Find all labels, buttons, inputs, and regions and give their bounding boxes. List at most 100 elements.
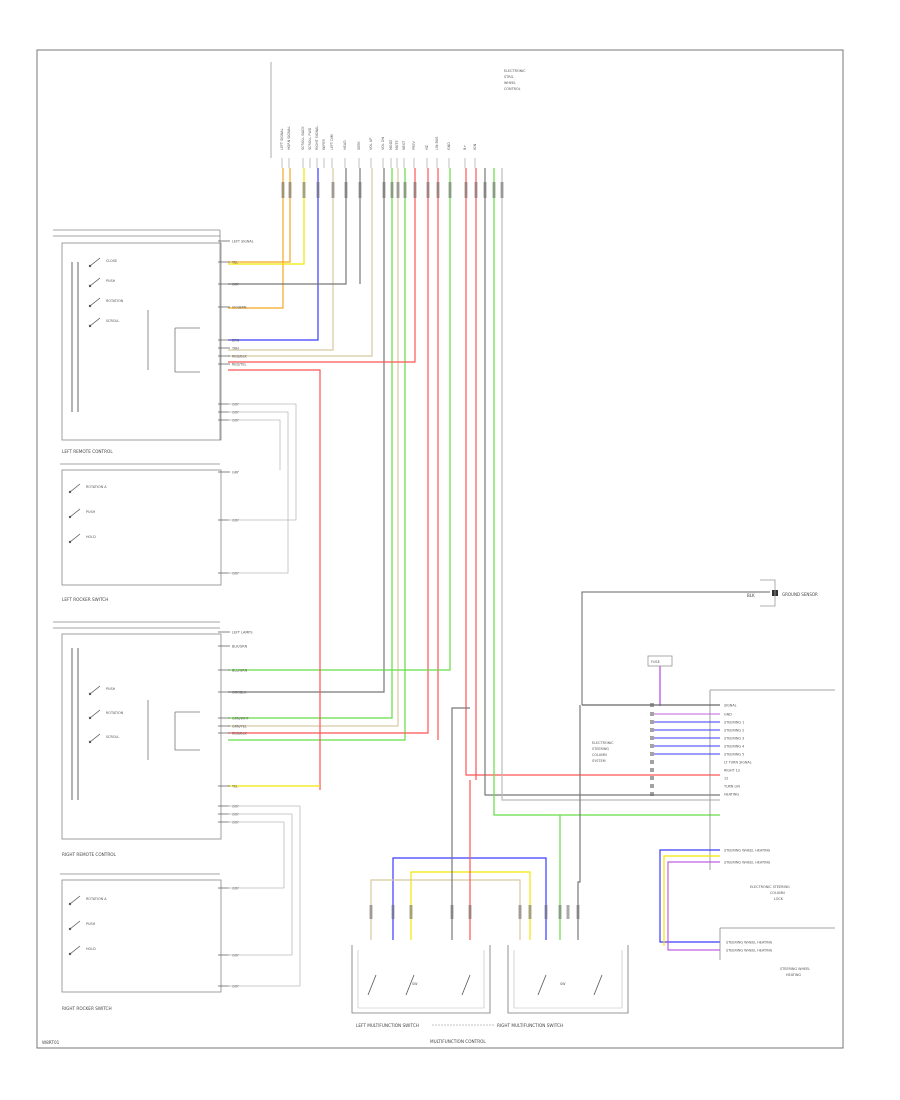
- top-pin-label: HORN SIGNAL: [287, 126, 291, 150]
- module-pin-connector: [650, 752, 654, 756]
- module-pin-label: SIGNAL: [724, 704, 737, 708]
- wire-connector-mark: [288, 182, 292, 198]
- bottom-connector-mark: [566, 905, 570, 919]
- top-pin-label: VOL UP: [369, 138, 373, 150]
- left-rocker-switch-label: ROTATION A: [86, 485, 107, 489]
- wire-connector-mark: [344, 182, 348, 198]
- right-remote-pin-label: BLU/GRN: [232, 669, 248, 673]
- left-remote-pin-label: VIO/BRN: [232, 306, 247, 310]
- top-pin-label: HZ: [425, 144, 429, 150]
- module-pin-label: TURN LIN: [723, 785, 740, 789]
- right-remote-switch-label: ROTATION: [106, 711, 124, 715]
- module-pin-label: STEERING 2: [724, 729, 744, 733]
- left-remote-pin-label: GRY: [232, 411, 240, 415]
- top-pin-label: PREV: [412, 140, 416, 150]
- svg-text:CONTROL: CONTROL: [504, 87, 521, 91]
- left-remote-pin-label: BRN: [232, 339, 240, 343]
- module-bus-pin-label: STEERING WHEEL HEATING: [724, 861, 771, 865]
- wire-green-3: [228, 168, 451, 671]
- right-remote-pin-label: GRY/BLK: [232, 691, 247, 695]
- left-remote-pin-label: GRY: [232, 419, 240, 423]
- left-remote-switch-label: PUSH: [106, 279, 116, 283]
- right-rocker-switch-contact: [69, 945, 81, 955]
- wire-connector-mark: [426, 182, 430, 198]
- right-multifunction-caption: RIGHT MULTIFUNCTION SWITCH: [497, 1023, 563, 1028]
- multifunction-control-caption: MULTIFUNCTION CONTROL: [430, 1039, 486, 1044]
- svg-text:ELECTRONIC: ELECTRONIC: [504, 69, 526, 73]
- module-pin-label: LT TURN SIGNAL: [724, 761, 752, 765]
- svg-text:STEERING: STEERING: [592, 747, 609, 751]
- left-remote-switch-node: [88, 264, 92, 268]
- module-pin-label: 12: [724, 777, 728, 781]
- left-rocker-pin-label: GRY: [232, 519, 240, 523]
- svg-text:SW: SW: [560, 982, 566, 986]
- right-remote-switch-node: [88, 716, 92, 720]
- wire-grey-3: [228, 168, 385, 693]
- right-rocker-switch-contact: [69, 920, 81, 930]
- wire-red-2: [228, 168, 429, 734]
- left-rocker-switch-label: PUSH: [86, 510, 96, 514]
- svg-text:LOCK: LOCK: [774, 897, 784, 901]
- right-remote-pins: LEFT LAMPS BLK/GRN BLU/GRN GRY/BLK GRN/WHT GR…: [218, 631, 252, 825]
- module-pin-label: STEERING 5: [724, 753, 744, 757]
- wire-connector-mark: [413, 182, 417, 198]
- right-rocker-pin-label: GRY: [232, 954, 240, 958]
- module-pin-connector: [650, 744, 654, 748]
- left-remote-caption: LEFT REMOTE CONTROL: [62, 449, 113, 454]
- left-rocker-switch-contact: [69, 508, 81, 518]
- right-remote-pin-label: BLK/GRN: [232, 645, 248, 649]
- wire-green-4: [493, 168, 720, 816]
- bottom-connector-mark: [544, 905, 548, 919]
- right-rocker-caption: RIGHT ROCKER SWITCH: [62, 1006, 112, 1011]
- right-remote-pin-label: LEFT LAMPS: [232, 631, 252, 635]
- left-rocker-pin-label: GRY: [232, 471, 240, 475]
- left-rocker-switch-label: HOLD: [86, 535, 96, 539]
- left-rocker-switch-node: [68, 540, 72, 544]
- left-remote-switch-contact: [89, 317, 101, 327]
- wire-connector-mark: [492, 182, 496, 198]
- module-pin-connector: [650, 768, 654, 772]
- right-rocker-switch-label: HOLD: [86, 947, 96, 951]
- top-pin-label: LIN BUS: [435, 137, 439, 150]
- right-rocker-switch-node: [68, 952, 72, 956]
- module-caption: ELECTRONIC STEERING COLUMN LOCK: [750, 885, 790, 901]
- left-rocker-caption: LEFT ROCKER SWITCH: [62, 597, 108, 602]
- module-pin-label: STEERING 3: [724, 737, 744, 741]
- left-remote-pin-label: YEL: [232, 261, 238, 265]
- wire-green-1: [228, 168, 393, 719]
- wire-connector-mark: [281, 182, 285, 198]
- left-remote-switch-label: SCROLL: [106, 319, 119, 323]
- wire-red-6: [228, 369, 321, 790]
- bottom-connector-mark: [468, 905, 472, 919]
- wire-green-2: [228, 168, 406, 741]
- svg-text:FUSE: FUSE: [651, 660, 660, 664]
- heating-wire-violet: [667, 861, 720, 951]
- module-pin-label: HEATING: [724, 793, 739, 797]
- top-pin-label: SCROLL FWD: [308, 127, 312, 150]
- left-remote-pin-label: LEFT SIGNAL: [232, 240, 254, 244]
- right-remote-pin-label: GRY: [232, 821, 240, 825]
- left-remote-switch-contact: [89, 257, 101, 267]
- top-pin-label: HEAD: [343, 140, 347, 150]
- svg-text:STEERING WHEEL: STEERING WHEEL: [780, 967, 810, 971]
- right-rocker-pin-label: GRY: [232, 887, 240, 891]
- module-side-note: ELECTRONIC STEERING COLUMN SYSTEM: [592, 741, 614, 763]
- top-pin-label: MODE: [389, 140, 393, 150]
- wire-tan-2: [228, 168, 373, 357]
- wire-connector-mark: [483, 182, 487, 198]
- right-rocker-pin-label: GRY: [232, 985, 240, 989]
- module-pin-connector: [650, 776, 654, 780]
- top-pin-label: LEFT DIM: [330, 134, 334, 150]
- right-remote-pin-label: GRN/WHT: [232, 717, 250, 721]
- top-pin-label: MUTE: [395, 140, 399, 150]
- left-rocker-switch-contact: [69, 533, 81, 543]
- bottom-connector-mark: [528, 905, 532, 919]
- wire-connector-mark: [390, 182, 394, 198]
